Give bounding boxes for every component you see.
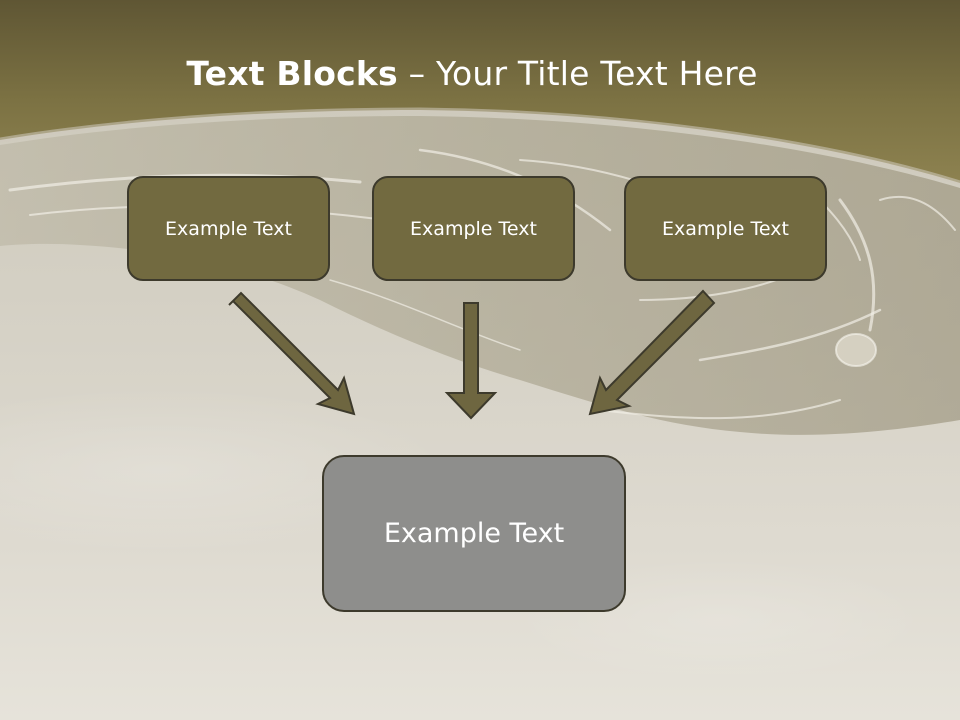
- header-band: [0, 0, 960, 183]
- header-curve-rim: [0, 107, 960, 186]
- text-block-3[interactable]: Example Text: [624, 176, 827, 281]
- text-block-2-label: Example Text: [410, 217, 537, 240]
- title-bold-part: Text Blocks: [186, 54, 398, 93]
- text-block-1[interactable]: Example Text: [127, 176, 330, 281]
- text-block-2[interactable]: Example Text: [372, 176, 575, 281]
- fossil-streaks: [8, 148, 956, 420]
- target-text-block[interactable]: Example Text: [322, 455, 626, 612]
- title-subtitle-part: – Your Title Text Here: [397, 54, 758, 93]
- target-text-block-label: Example Text: [383, 518, 565, 549]
- text-block-3-label: Example Text: [662, 217, 789, 240]
- text-block-1-label: Example Text: [165, 217, 292, 240]
- fossil-knob: [835, 333, 877, 367]
- page-title: Text Blocks – Your Title Text Here: [0, 54, 944, 93]
